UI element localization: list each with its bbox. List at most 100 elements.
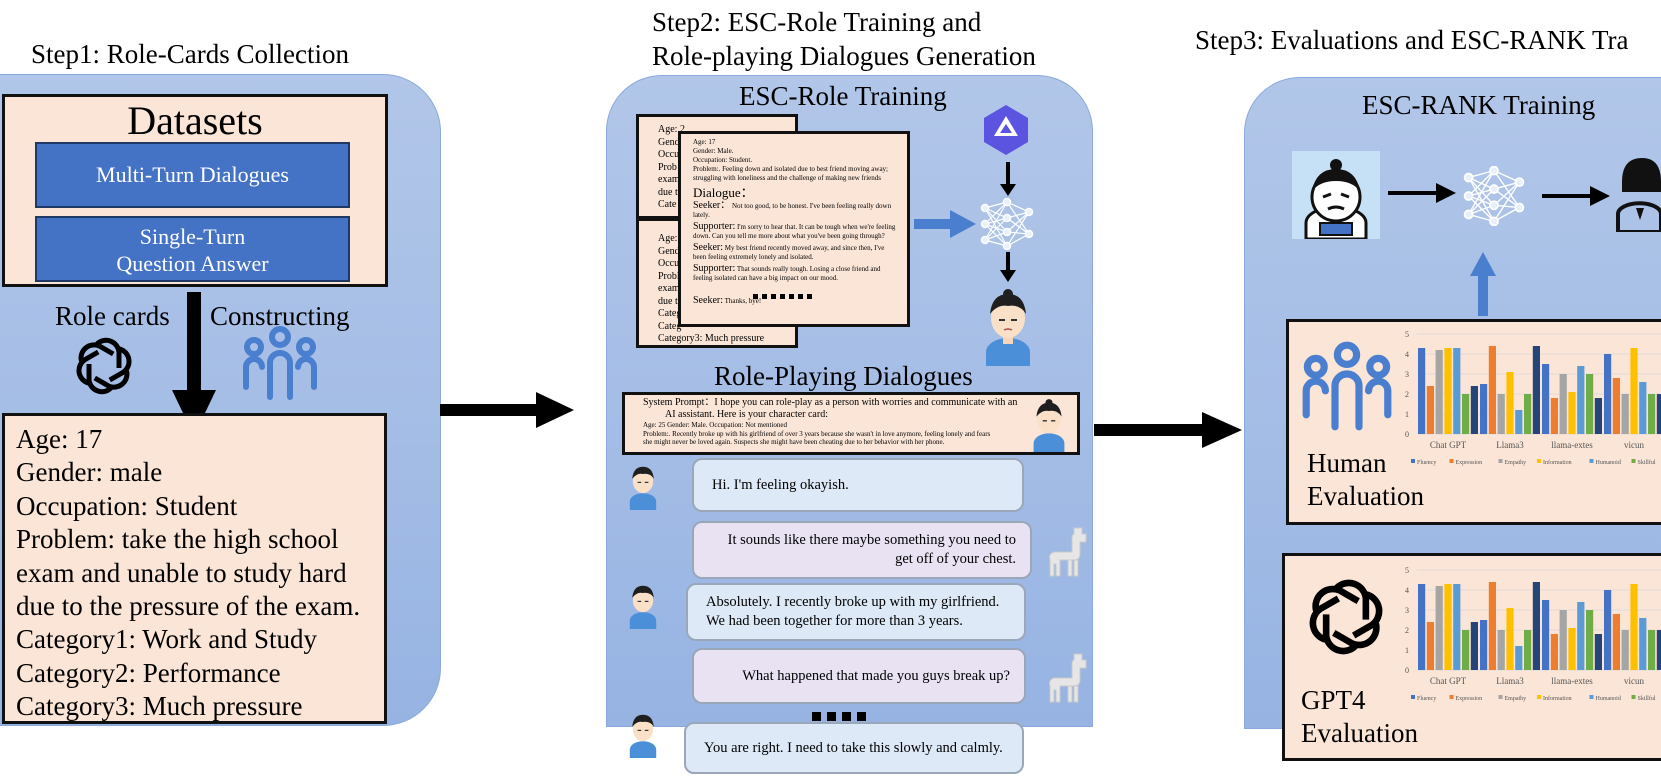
user-avatar-icon <box>629 585 657 629</box>
bar <box>1612 614 1620 670</box>
chat-bubble-bot: It sounds like there maybe something you… <box>692 521 1032 579</box>
legend-swatch <box>1449 695 1454 699</box>
legend-swatch <box>1537 695 1541 699</box>
system-prompt-avatar-icon <box>1033 399 1065 452</box>
bar <box>1639 618 1647 670</box>
card-speaker: Seeker: <box>693 295 723 306</box>
bar <box>1542 364 1550 434</box>
bar <box>1568 392 1576 434</box>
y-tick-label: 3 <box>1405 370 1409 379</box>
legend-label: Empathy <box>1505 696 1527 702</box>
openai-logo-icon <box>1309 579 1383 655</box>
back-card-text: Age: 2 <box>658 124 685 135</box>
role-card-age: Age: 17 <box>16 424 103 454</box>
chat-bubble-user: Absolutely. I recently broke up with my … <box>686 583 1026 641</box>
bar <box>1532 582 1540 670</box>
bar <box>1515 646 1523 670</box>
card-problem: Problem:. Feeling down and isolated due … <box>693 165 888 182</box>
legend-label: Empathy <box>1505 460 1527 466</box>
legend-swatch <box>1589 459 1594 463</box>
human-group-icon <box>1302 341 1392 431</box>
bubble-text: It sounds like there maybe something you… <box>727 532 1016 548</box>
role-card-gender: Gender: male <box>16 457 163 488</box>
bar <box>1568 628 1576 670</box>
back-card-text: due t <box>658 186 678 198</box>
back-card-text: Age: <box>658 233 678 244</box>
legend-label: Information <box>1543 695 1572 702</box>
bar <box>1506 372 1514 434</box>
card-turn: Supporter: That sounds really tough. Los… <box>693 264 899 283</box>
arrow-to-evaluator <box>1542 186 1610 206</box>
chat-bubble-user: You are right. I need to take this slowl… <box>684 722 1024 774</box>
bar <box>1470 386 1478 434</box>
chat-bubble-bot: What happened that made you guys break u… <box>692 648 1026 704</box>
bubble-text: get off of your chest. <box>895 551 1016 567</box>
back-card-text: Categ <box>658 308 682 319</box>
card-speaker: Seeker： <box>693 200 731 211</box>
arrow-step2-to-step3 <box>1094 412 1242 448</box>
bar <box>1559 374 1567 434</box>
card-utterance: Thanks, bye! <box>724 297 762 305</box>
legend-label: Humanoid <box>1596 460 1621 466</box>
bubble-text: Hi. I'm feeling okayish. <box>712 476 849 493</box>
legend-label: Fluency <box>1417 696 1436 702</box>
role-card-box: Age: 17 Gender: male Occupation: Student… <box>2 413 387 724</box>
bar <box>1586 374 1594 434</box>
system-prompt-line2: AI assistant. Here is your character car… <box>665 409 828 420</box>
bar <box>1604 590 1612 670</box>
bar <box>1480 620 1488 670</box>
bar <box>1577 366 1585 434</box>
back-card-text: Prob <box>658 161 677 173</box>
bar <box>1418 584 1426 670</box>
gpt4-evaluation-label: GPT4 Evaluation <box>1301 684 1418 750</box>
role-card-problem-2: exam and unable to study hard <box>16 557 347 588</box>
llama-icon <box>1049 653 1087 703</box>
system-prompt-line3: Age: 25 Gender: Male. Occupation: Not me… <box>643 421 788 429</box>
model-logo-icon <box>984 105 1028 155</box>
bar <box>1604 354 1612 434</box>
legend-swatch <box>1449 459 1454 463</box>
legend-label: Expression <box>1456 460 1483 466</box>
role-card-problem-1: Problem: take the high school <box>16 524 339 555</box>
legend-swatch <box>1631 695 1636 699</box>
back-card-text: Gend <box>658 136 680 148</box>
role-card-problem-3: due to the pressure of the exam. <box>16 591 361 622</box>
bar <box>1621 630 1629 670</box>
card-utterance: I'm sorry to hear that. It can be tough … <box>693 223 896 240</box>
rank-neural-network-icon <box>1463 166 1525 226</box>
back-card-text: Cate <box>658 199 677 210</box>
bar <box>1524 394 1532 434</box>
legend-label: Skillful <box>1638 695 1656 702</box>
bar <box>1559 610 1567 670</box>
down-arrow-small-2 <box>1000 252 1016 282</box>
role-player-avatar-icon <box>1292 151 1380 241</box>
y-tick-label: 3 <box>1405 606 1409 615</box>
step2-title-line1: Step2: ESC-Role Training and <box>652 7 982 37</box>
legend-label: Skillful <box>1638 459 1656 466</box>
card-turn: Supporter: I'm sorry to hear that. It ca… <box>693 222 899 241</box>
bar <box>1639 382 1647 434</box>
card-utterance: Not too good, to be honest. I've been fe… <box>693 202 892 219</box>
bar <box>1656 630 1661 670</box>
dataset-multi-turn: Multi-Turn Dialogues <box>35 142 350 208</box>
bubble-text: You are right. I need to take this slowl… <box>704 739 1003 756</box>
x-tick-label: Chat GPT <box>1430 676 1467 686</box>
system-prompt-line1: System Prompt：I hope you can role-play a… <box>643 397 1018 408</box>
bar <box>1480 384 1488 434</box>
bar <box>1426 622 1434 670</box>
bubble-text: What happened that made you guys break u… <box>742 667 1010 684</box>
legend-swatch <box>1537 459 1541 463</box>
human-evaluation-label: Human Evaluation <box>1307 447 1424 513</box>
legend-swatch <box>1411 695 1415 699</box>
card-speaker: Supporter: <box>693 221 736 232</box>
role-player-avatar-svg <box>1304 159 1368 241</box>
seeker-avatar-icon <box>986 289 1030 366</box>
y-tick-label: 0 <box>1405 666 1409 675</box>
datasets-title: Datasets <box>127 98 263 143</box>
x-tick-label: Llama3 <box>1496 676 1524 686</box>
y-tick-label: 1 <box>1405 646 1409 655</box>
bar <box>1506 608 1514 670</box>
bar <box>1435 586 1443 670</box>
card-gender: Gender: Male. <box>693 147 734 155</box>
